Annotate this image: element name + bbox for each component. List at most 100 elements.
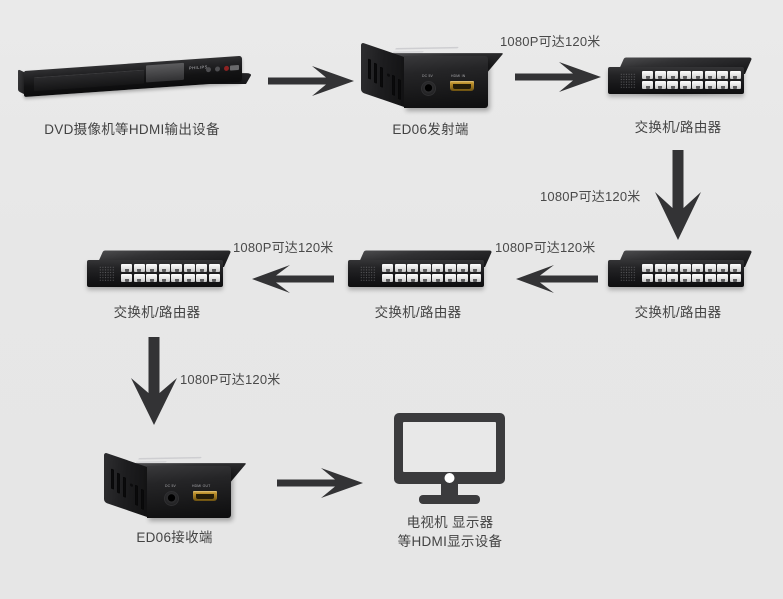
switch-port bbox=[654, 264, 666, 272]
switch-drop-shadow bbox=[612, 285, 742, 290]
switch-port bbox=[394, 264, 406, 272]
switch-port-array bbox=[121, 264, 220, 282]
switch-port bbox=[679, 80, 691, 89]
arrow-right-icon-tx-to-switch bbox=[515, 62, 601, 97]
switch-port bbox=[667, 273, 678, 282]
switch-port bbox=[679, 273, 691, 282]
switch-port bbox=[133, 273, 145, 282]
switch-front-panel bbox=[608, 67, 744, 94]
switch-port bbox=[208, 264, 220, 272]
switch-port bbox=[642, 71, 653, 79]
network-switch-icon-mid-left bbox=[87, 245, 232, 295]
dvd-player-front-panel: PHILIPS bbox=[24, 55, 242, 97]
switch-port bbox=[654, 273, 666, 282]
switch-port bbox=[457, 264, 468, 272]
switch-port bbox=[171, 273, 182, 282]
switch-vent-grille bbox=[360, 266, 376, 281]
arrow-down-icon-left bbox=[131, 337, 177, 430]
switch-port bbox=[704, 71, 716, 79]
switch-port bbox=[444, 273, 456, 282]
arrow-right-icon-source-to-tx bbox=[268, 66, 354, 101]
receiver-top-silkscreen bbox=[133, 456, 210, 466]
switch-port bbox=[121, 273, 132, 282]
switch-port bbox=[394, 273, 406, 282]
switch-port bbox=[717, 264, 728, 272]
network-switch-icon-mid-center bbox=[348, 245, 493, 295]
switch-vent-grille bbox=[99, 266, 115, 281]
switch-port bbox=[692, 80, 703, 89]
switch-port bbox=[642, 273, 653, 282]
switch-mid-center-label: 交换机/路由器 bbox=[374, 305, 462, 320]
switch-port bbox=[469, 273, 481, 282]
switch-port bbox=[382, 273, 393, 282]
switch-drop-shadow bbox=[612, 92, 742, 97]
switch-port bbox=[158, 273, 170, 282]
switch-port bbox=[692, 71, 703, 79]
switch-port bbox=[419, 273, 431, 282]
transmitter-hdmi-port bbox=[450, 81, 474, 91]
dvd-player-disc-tray bbox=[146, 62, 184, 83]
switch-port bbox=[183, 264, 195, 272]
switch-port bbox=[642, 264, 653, 272]
switch-port bbox=[419, 264, 431, 272]
switch-port bbox=[432, 264, 443, 272]
switch-port bbox=[121, 264, 132, 272]
switch-port bbox=[196, 264, 207, 272]
switch-vent-grille bbox=[620, 73, 636, 88]
switch-port bbox=[667, 71, 678, 79]
source-device-label: DVD摄像机等HDMI输出设备 bbox=[44, 122, 220, 137]
switch-port bbox=[654, 80, 666, 89]
switch-front-panel bbox=[608, 260, 744, 287]
link-label-switch-right-to-center: 1080P可达120米 bbox=[495, 240, 596, 255]
switch-port bbox=[717, 80, 728, 89]
network-switch-icon-mid-right bbox=[608, 245, 753, 295]
switch-port bbox=[196, 273, 207, 282]
dvd-player-button-3 bbox=[224, 65, 229, 72]
receiver-device-label: ED06接收端 bbox=[136, 530, 213, 545]
link-label-tx-to-switch: 1080P可达120米 bbox=[500, 34, 601, 49]
switch-port bbox=[692, 273, 703, 282]
switch-port-array bbox=[642, 264, 741, 282]
switch-top-right-label: 交换机/路由器 bbox=[634, 120, 722, 135]
receiver-power-jack bbox=[164, 491, 179, 506]
link-label-switch-center-to-left: 1080P可达120米 bbox=[233, 240, 334, 255]
switch-port bbox=[407, 273, 418, 282]
switch-vent-grille bbox=[620, 266, 636, 281]
switch-port bbox=[704, 273, 716, 282]
switch-port bbox=[457, 273, 468, 282]
transmitter-dc-label: DC 5V bbox=[422, 74, 433, 78]
switch-front-panel bbox=[348, 260, 484, 287]
switch-port bbox=[642, 80, 653, 89]
switch-port bbox=[171, 264, 182, 272]
switch-port bbox=[158, 264, 170, 272]
receiver-front-panel: DC 5V HDMI OUT bbox=[147, 466, 231, 518]
dvd-player-button-1 bbox=[206, 66, 211, 73]
switch-port bbox=[667, 264, 678, 272]
network-switch-icon-top-right bbox=[608, 52, 753, 102]
receiver-hdmi-label: HDMI OUT bbox=[192, 484, 211, 488]
transmitter-top-silkscreen bbox=[390, 46, 467, 56]
switch-port bbox=[146, 264, 157, 272]
switch-port bbox=[183, 273, 195, 282]
switch-port bbox=[469, 264, 481, 272]
switch-port bbox=[667, 80, 678, 89]
switch-port bbox=[729, 264, 741, 272]
switch-port bbox=[729, 273, 741, 282]
monitor-icon bbox=[392, 411, 505, 506]
switch-port bbox=[717, 273, 728, 282]
switch-mid-right-label: 交换机/路由器 bbox=[634, 305, 722, 320]
switch-drop-shadow bbox=[352, 285, 482, 290]
switch-port bbox=[679, 264, 691, 272]
transmitter-hdmi-label: HDMI IN bbox=[451, 74, 466, 78]
switch-port-array bbox=[642, 71, 741, 89]
switch-port bbox=[704, 264, 716, 272]
switch-port bbox=[729, 80, 741, 89]
switch-port-array bbox=[382, 264, 481, 282]
switch-port bbox=[692, 264, 703, 272]
extender-box-icon-transmitter: DC 5V HDMI IN bbox=[358, 36, 504, 118]
transmitter-power-jack bbox=[421, 81, 436, 96]
switch-port bbox=[208, 273, 220, 282]
switch-port bbox=[407, 264, 418, 272]
dvd-player-usb-port bbox=[230, 64, 239, 71]
dvd-player-front-strip bbox=[34, 69, 144, 92]
